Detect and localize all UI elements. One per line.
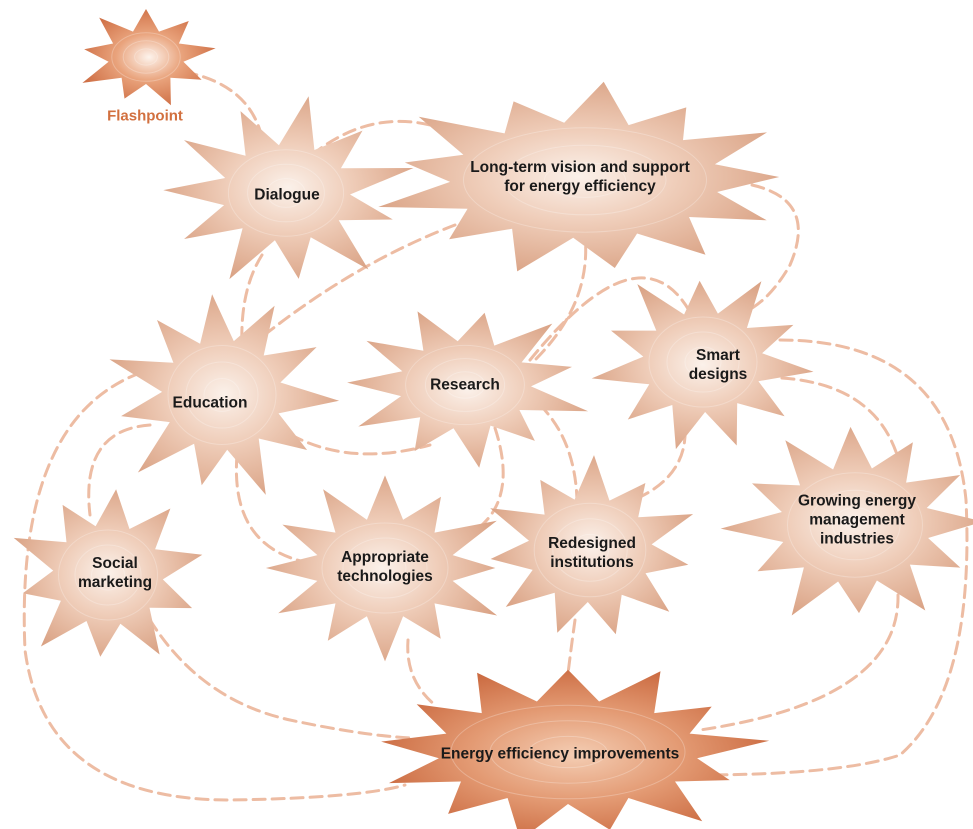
star-improvements-ring (450, 704, 686, 800)
connector-education-improvements (22, 371, 407, 802)
connector-research-smart (528, 276, 692, 362)
connector-smart-growing (780, 376, 902, 467)
connector-research-institutions (538, 403, 579, 502)
node-label-dialogue: Dialogue (254, 186, 320, 204)
connector-social-improvements (148, 618, 412, 740)
node-label-education: Education (172, 394, 248, 412)
star-growing-industries (720, 426, 973, 616)
connector-smart-improvements (693, 338, 969, 777)
star-research-ring (424, 358, 506, 412)
node-label-social-marketing: Social marketing (77, 555, 153, 591)
node-label-research: Research (430, 376, 500, 394)
node-label-vision: Long-term vision and support for energy … (470, 159, 690, 195)
star-social-marketing-ring (74, 544, 142, 606)
connector-education-appropriate (234, 453, 307, 564)
star-improvements (381, 669, 770, 829)
star-smart-designs-ring (648, 316, 758, 408)
star-appropriate-technologies (265, 475, 498, 662)
star-layer (13, 9, 973, 829)
star-education-ring (203, 378, 241, 412)
star-smart-designs (591, 280, 814, 450)
connector-vision-research (533, 226, 588, 362)
star-smart-designs-ring (684, 346, 722, 378)
star-flashpoint (82, 9, 216, 106)
star-vision-ring (544, 162, 626, 198)
node-label-improvements: Energy efficiency improvements (440, 745, 680, 763)
star-education-ring (167, 345, 277, 445)
star-redesigned-institutions-ring (552, 518, 628, 582)
star-dialogue-ring (247, 163, 325, 223)
connector-vision-education (250, 223, 457, 347)
star-redesigned-institutions-ring (533, 502, 647, 598)
node-label-appropriate-technologies: Appropriate technologies (337, 549, 433, 585)
star-growing-industries-ring (832, 507, 878, 543)
node-label-redesigned-institutions: Redesigned institutions (548, 535, 636, 571)
node-label-smart-designs: Smart designs (688, 347, 748, 383)
star-redesigned-institutions (490, 455, 694, 635)
star-improvements-ring (528, 735, 608, 769)
node-label-growing-industries: Growing energy management industries (798, 492, 916, 548)
connector-flashpoint-dialogue (183, 70, 264, 140)
star-growing-industries-ring (809, 489, 901, 561)
star-improvements-ring (489, 720, 647, 784)
star-flashpoint-ring (134, 48, 158, 66)
star-growing-industries-ring (787, 472, 923, 578)
star-vision (378, 81, 780, 272)
connector-appropriate-improvements (406, 638, 437, 707)
star-smart-designs-ring (666, 331, 740, 393)
star-flashpoint-ring (122, 40, 170, 74)
star-vision-ring (463, 127, 707, 233)
star-appropriate-technologies-ring (321, 522, 449, 614)
star-flashpoint-ring (111, 32, 181, 82)
connector-education-social (87, 423, 152, 517)
star-appropriate-technologies-ring (342, 537, 428, 599)
star-social-marketing-ring (91, 559, 125, 591)
star-redesigned-institutions-ring (570, 533, 610, 567)
star-social-marketing-ring (58, 529, 158, 621)
star-appropriate-technologies-ring (363, 552, 407, 584)
node-label-flashpoint: Flashpoint (107, 107, 183, 125)
star-dialogue-ring (227, 149, 345, 237)
star-social-marketing (13, 489, 203, 657)
star-research-ring (444, 371, 486, 399)
star-dialogue (163, 96, 414, 280)
star-research-ring (405, 344, 525, 426)
star-dialogue-ring (266, 178, 306, 208)
star-education (109, 294, 340, 495)
star-education-ring (185, 361, 259, 429)
star-research (347, 311, 589, 468)
connector-growing-improvements (698, 593, 900, 732)
star-vision-ring (503, 144, 667, 216)
connector-research-appropriate (443, 426, 505, 547)
connector-vision-smart (743, 183, 800, 314)
